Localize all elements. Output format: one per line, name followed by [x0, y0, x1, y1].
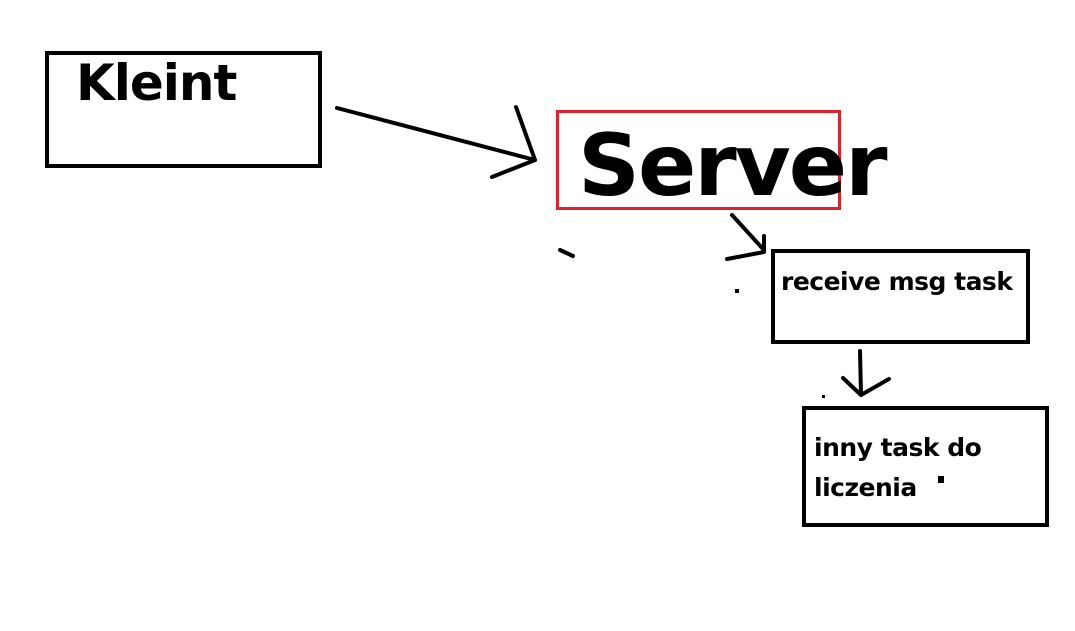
arrowhead-client-to-server	[490, 105, 537, 179]
stray-mark-dash	[558, 248, 575, 258]
arrowhead-receive-task-to-compute-task	[841, 376, 891, 397]
server-node-box	[556, 110, 841, 210]
receive-task-node-label: receive msg task	[781, 267, 1013, 296]
client-node-box	[45, 51, 322, 168]
compute-task-node-label: inny task do liczenia	[814, 433, 982, 502]
arrow-client-to-server	[335, 106, 537, 162]
stray-mark-dot	[822, 395, 825, 398]
arrow-receive-task-to-compute-task	[858, 349, 863, 397]
stray-mark-dot	[735, 289, 739, 293]
receive-task-node-box	[771, 249, 1030, 344]
arrow-server-to-receive-task	[730, 213, 766, 252]
compute-task-node-box	[802, 406, 1049, 527]
server-node-label: Server	[578, 116, 887, 216]
client-node-label: Kleint	[76, 54, 237, 112]
arrowhead-server-to-receive-task	[725, 234, 766, 261]
